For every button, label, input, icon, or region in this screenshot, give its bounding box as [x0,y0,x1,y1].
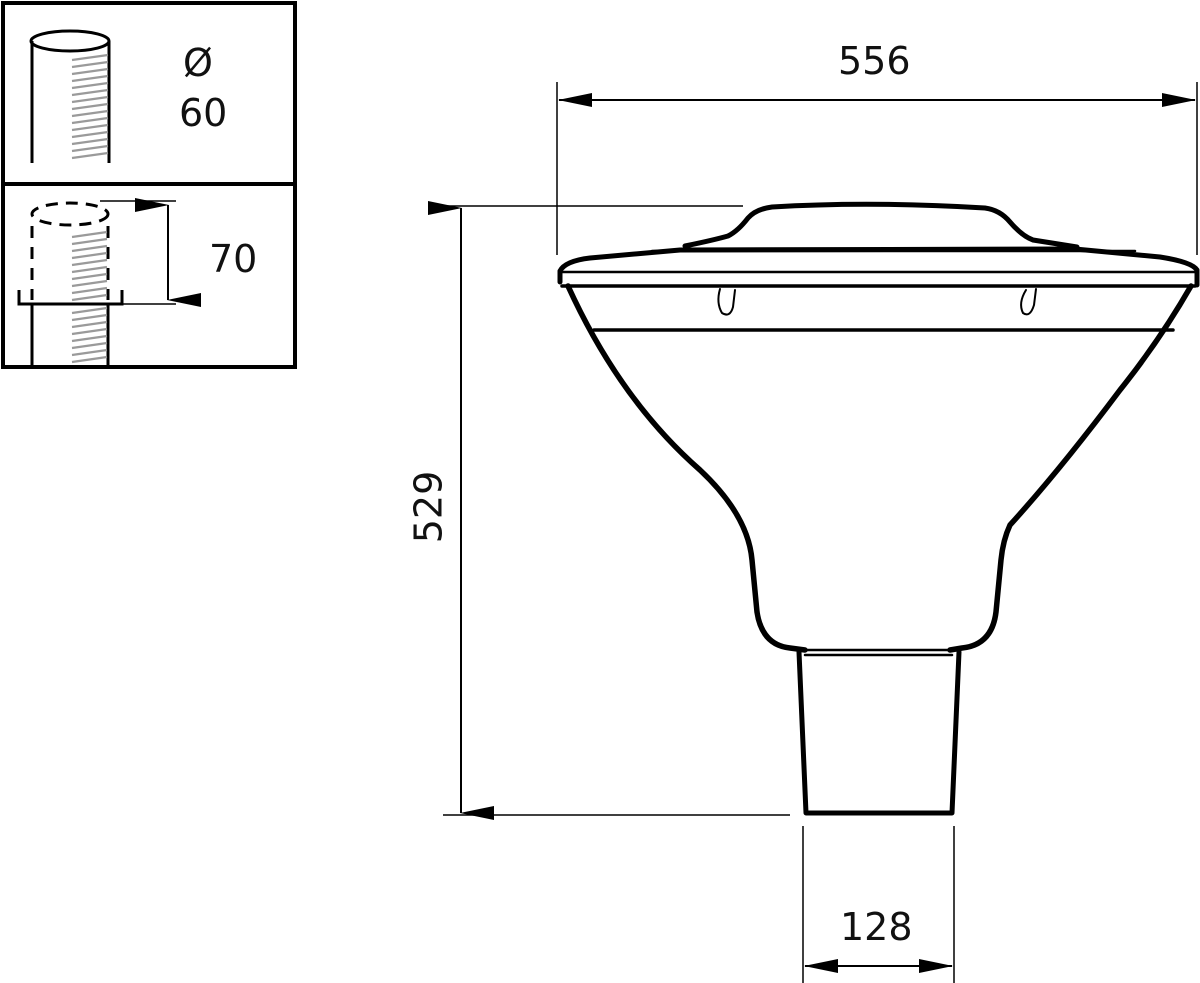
pole-diameter-value: 60 [179,91,228,135]
clip-right [1020,288,1037,316]
clip-left [717,288,736,316]
luminaire-outline [557,201,1200,816]
spigot [796,649,962,816]
thread-icon [71,53,109,160]
mounting-panel [1,1,297,369]
width-value: 556 [838,39,911,83]
pole-top-icon [29,29,111,163]
bowl-left [565,283,808,653]
width-dimension [556,82,1198,255]
bowl-right [947,283,1194,653]
diameter-symbol: Ø [183,41,213,85]
dome-cap [682,201,1080,250]
spigot-width-dimension [802,826,955,983]
height-value: 529 [406,470,451,544]
canopy-top [557,246,1200,288]
insertion-depth-value: 70 [209,237,258,281]
height-dimension [428,201,790,820]
pole-insertion-icon [17,198,201,367]
spigot-width-value: 128 [840,905,913,949]
thread-icon [71,230,108,364]
